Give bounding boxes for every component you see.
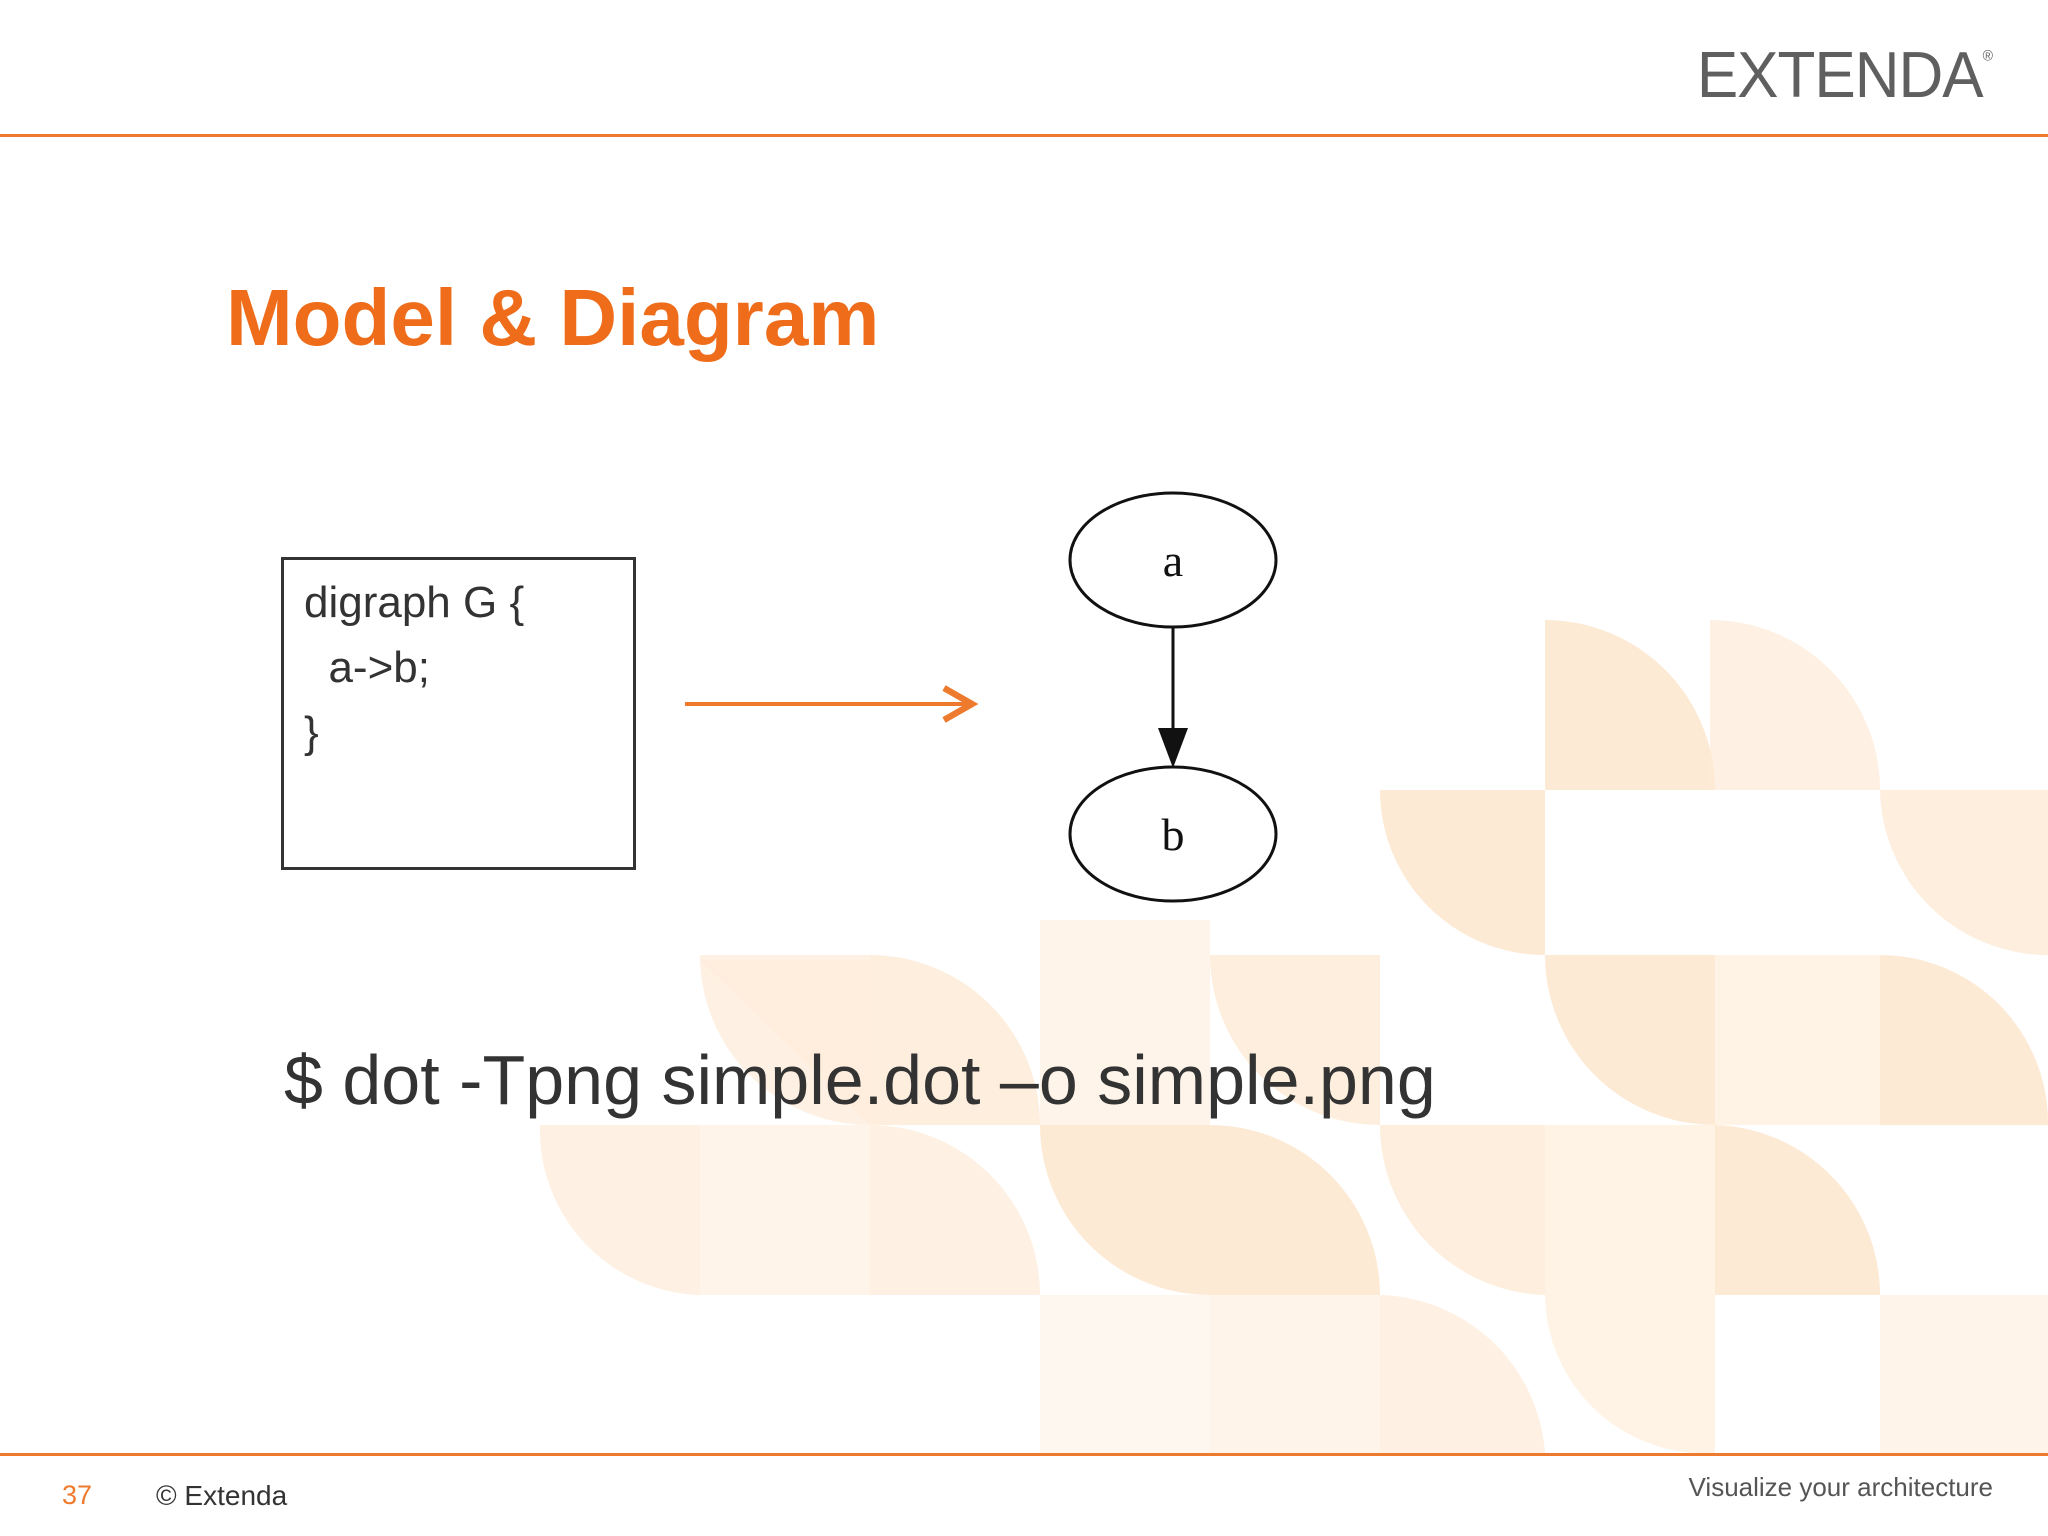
graph-node-a: a xyxy=(1068,491,1278,629)
footer-tagline: Visualize your architecture xyxy=(1688,1472,1993,1502)
node-label-a: a xyxy=(1163,535,1183,586)
node-label-b: b xyxy=(1162,809,1185,860)
code-line: digraph G { xyxy=(304,578,525,627)
edge-arrowhead xyxy=(1158,728,1188,768)
graph-node-b: b xyxy=(1068,765,1278,903)
dot-command: $ dot -Tpng simple.dot –o simple.png xyxy=(284,1041,1436,1119)
code-line: } xyxy=(304,708,319,757)
dot-source-box: digraph G { a->b; } xyxy=(281,557,636,870)
header-divider xyxy=(0,134,2048,137)
slide-title: Model & Diagram xyxy=(226,273,880,362)
extenda-logo: EXTENDA® xyxy=(1696,39,1993,112)
footer-divider xyxy=(0,1453,2048,1456)
copyright-text: © Extenda xyxy=(156,1480,288,1511)
graph-edge-a-b xyxy=(1158,627,1188,768)
page-number: 37 xyxy=(62,1480,93,1510)
code-line: a->b; xyxy=(304,643,430,692)
